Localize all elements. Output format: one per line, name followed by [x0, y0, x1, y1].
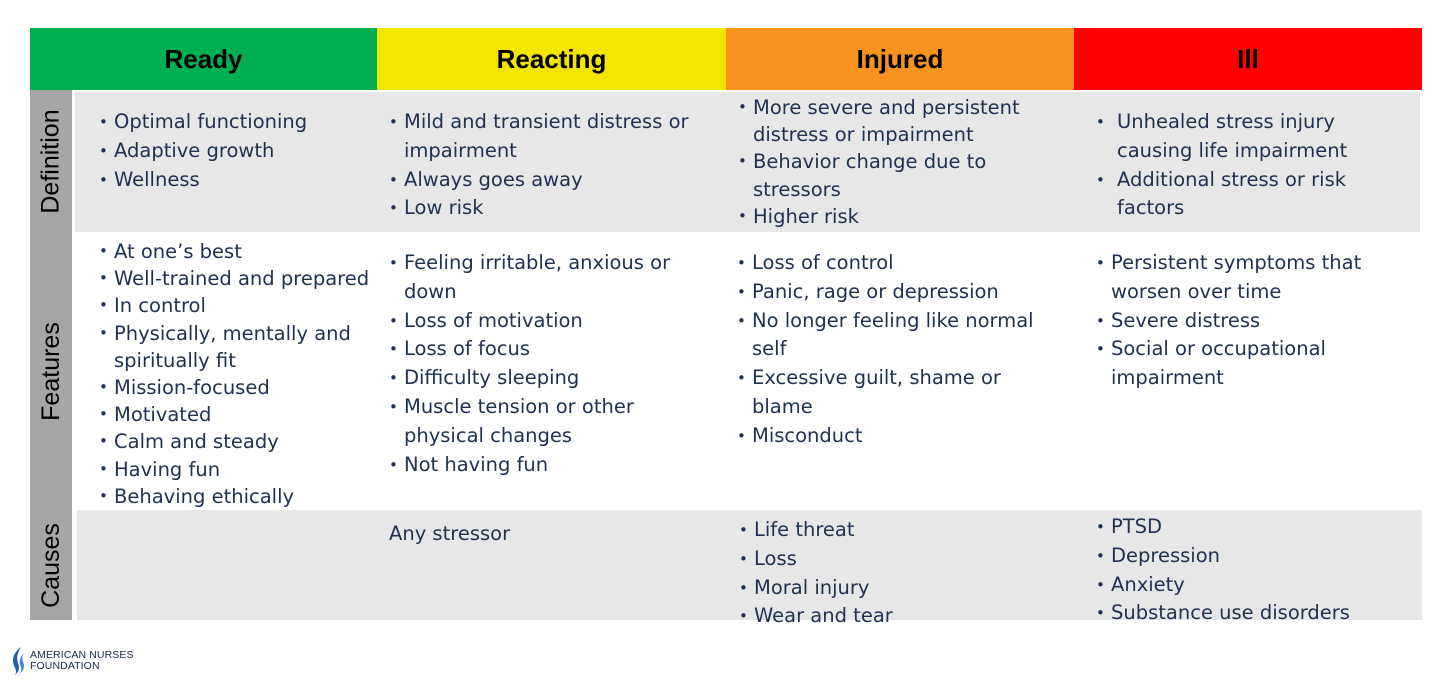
list-item: Panic, rage or depression — [737, 278, 1052, 307]
causes-injured: Life threat Loss Moral injury Wear and t… — [739, 516, 1039, 631]
features-reacting: Feeling irritable, anxious or down Loss … — [389, 249, 689, 479]
list-item: Always goes away — [389, 166, 719, 195]
list-item: Calm and steady — [99, 428, 374, 455]
header-injured: Injured — [726, 28, 1074, 90]
row-label-causes: Causes — [30, 510, 72, 620]
list-item: Optimal functioning — [99, 108, 369, 137]
header-ready: Ready — [30, 28, 377, 90]
list-item: Misconduct — [737, 422, 1052, 451]
definition-reacting: Mild and transient distress or impairmen… — [389, 108, 719, 223]
logo-flame-icon — [13, 647, 24, 675]
features-ready: At one’s best Well-trained and prepared … — [99, 238, 374, 510]
features-injured: Loss of control Panic, rage or depressio… — [737, 249, 1052, 451]
list-item: Excessive guilt, shame or blame — [737, 364, 1052, 422]
list-item: Anxiety — [1096, 571, 1396, 600]
logo-text: AMERICAN NURSES FOUNDATION — [30, 648, 134, 672]
list-item: Persistent symptoms that worsen over tim… — [1096, 249, 1386, 307]
american-nurses-foundation-logo: AMERICAN NURSES FOUNDATION — [9, 646, 134, 676]
features-ill: Persistent symptoms that worsen over tim… — [1096, 249, 1386, 393]
list-item: More severe and persistent distress or i… — [738, 94, 1048, 148]
row-label-features: Features — [30, 233, 72, 510]
list-item: Life threat — [739, 516, 1039, 545]
list-item: In control — [99, 292, 374, 319]
list-item: Motivated — [99, 401, 374, 428]
list-item: Well-trained and prepared — [99, 265, 374, 292]
list-item: Muscle tension or other physical changes — [389, 393, 689, 451]
list-item: Unhealed stress injury causing life impa… — [1096, 108, 1396, 166]
header-reacting-label: Reacting — [496, 43, 607, 74]
causes-reacting: Any stressor — [389, 520, 689, 549]
causes-ill: PTSD Depression Anxiety Substance use di… — [1096, 513, 1396, 628]
header-reacting: Reacting — [377, 28, 726, 90]
header-ill: Ill — [1074, 28, 1422, 90]
header-ill-label: Ill — [1237, 43, 1259, 74]
header-injured-label: Injured — [856, 43, 944, 74]
list-item: Higher risk — [738, 203, 1048, 230]
list-item: Wellness — [99, 166, 369, 195]
list-item: At one’s best — [99, 238, 374, 265]
causes-reacting-text: Any stressor — [389, 522, 511, 545]
list-item: Physically, mentally and spiritually fit — [99, 320, 374, 374]
list-item: Loss of motivation — [389, 307, 689, 336]
list-item: Not having fun — [389, 451, 689, 480]
list-item: Behaving ethically — [99, 483, 374, 510]
list-item: Mild and transient distress or impairmen… — [389, 108, 719, 166]
list-item: Moral injury — [739, 574, 1039, 603]
list-item: Social or occupational impairment — [1096, 335, 1386, 393]
list-item: Adaptive growth — [99, 137, 369, 166]
definition-injured: More severe and persistent distress or i… — [738, 94, 1048, 230]
definition-ready: Optimal functioning Adaptive growth Well… — [99, 108, 369, 194]
list-item: PTSD — [1096, 513, 1396, 542]
list-item: Mission-focused — [99, 374, 374, 401]
list-item: Loss of control — [737, 249, 1052, 278]
list-item: Having fun — [99, 456, 374, 483]
definition-ill: Unhealed stress injury causing life impa… — [1096, 108, 1396, 223]
list-item: Substance use disorders — [1096, 599, 1396, 628]
list-item: Wear and tear — [739, 602, 1039, 631]
list-item: Feeling irritable, anxious or down — [389, 249, 689, 307]
list-item: Behavior change due to stressors — [738, 148, 1048, 202]
list-item: Loss — [739, 545, 1039, 574]
header-ready-label: Ready — [164, 43, 243, 74]
list-item: Severe distress — [1096, 307, 1386, 336]
list-item: Loss of focus — [389, 335, 689, 364]
list-item: No longer feeling like normal self — [737, 307, 1052, 365]
list-item: Low risk — [389, 194, 719, 223]
list-item: Additional stress or risk factors — [1096, 166, 1396, 224]
list-item: Depression — [1096, 542, 1396, 571]
list-item: Difficulty sleeping — [389, 364, 689, 393]
row-label-definition: Definition — [30, 90, 72, 233]
